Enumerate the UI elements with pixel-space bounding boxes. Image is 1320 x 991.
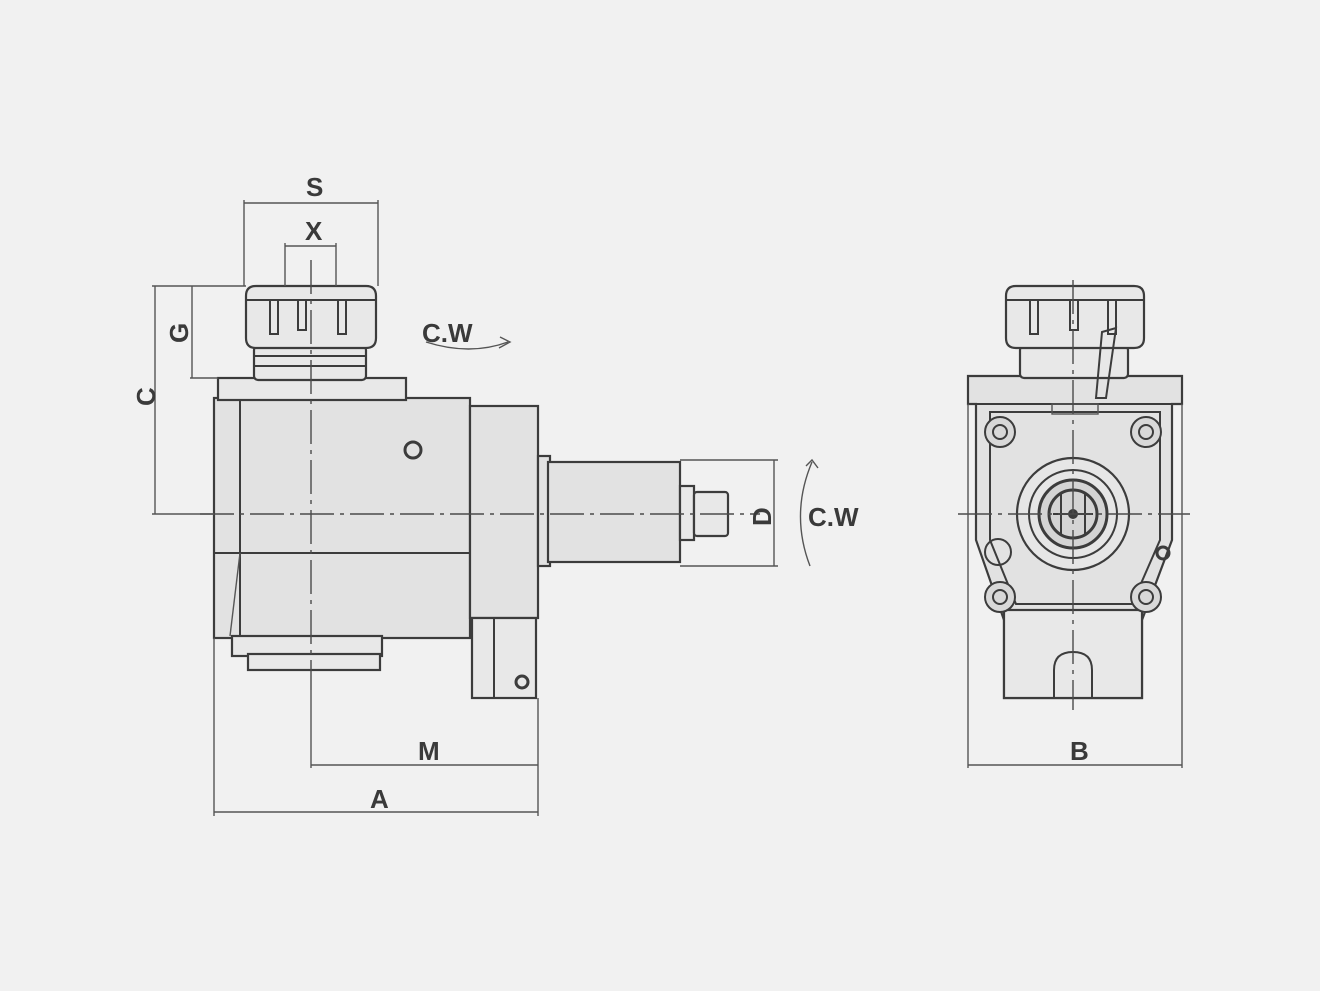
label-s: S bbox=[306, 172, 323, 202]
dimension-b bbox=[967, 404, 1183, 768]
rotation-arrow-side-icon bbox=[799, 458, 819, 567]
label-a: A bbox=[370, 784, 389, 814]
label-cw-side: C.W bbox=[808, 502, 859, 532]
mounting-screw-icon bbox=[984, 416, 1162, 613]
output-spindle bbox=[536, 454, 730, 568]
dimension-g bbox=[190, 285, 246, 379]
rotation-arrow-top-icon bbox=[425, 336, 512, 350]
label-g: G bbox=[164, 323, 194, 343]
side-view: S X G C C.W bbox=[131, 172, 859, 816]
dimension-c bbox=[152, 285, 214, 515]
main-housing bbox=[212, 376, 472, 672]
housing-screw-icon bbox=[403, 440, 423, 460]
dimension-x bbox=[284, 243, 337, 286]
dimension-d bbox=[680, 459, 778, 567]
label-x: X bbox=[305, 216, 323, 246]
front-view: B bbox=[958, 280, 1190, 768]
oil-port-icon bbox=[984, 538, 1012, 566]
front-screw-icon bbox=[1155, 545, 1171, 561]
dimension-m bbox=[310, 690, 539, 768]
label-m: M bbox=[418, 736, 440, 766]
label-d: D bbox=[747, 507, 777, 526]
collet-nut-front bbox=[1004, 284, 1146, 399]
label-c: C bbox=[131, 387, 161, 406]
label-b: B bbox=[1070, 736, 1089, 766]
flange-block bbox=[468, 404, 540, 700]
dimension-a bbox=[213, 638, 539, 816]
label-cw-top: C.W bbox=[422, 318, 473, 348]
flange-screw-icon bbox=[514, 674, 530, 690]
dimension-s bbox=[243, 200, 379, 286]
